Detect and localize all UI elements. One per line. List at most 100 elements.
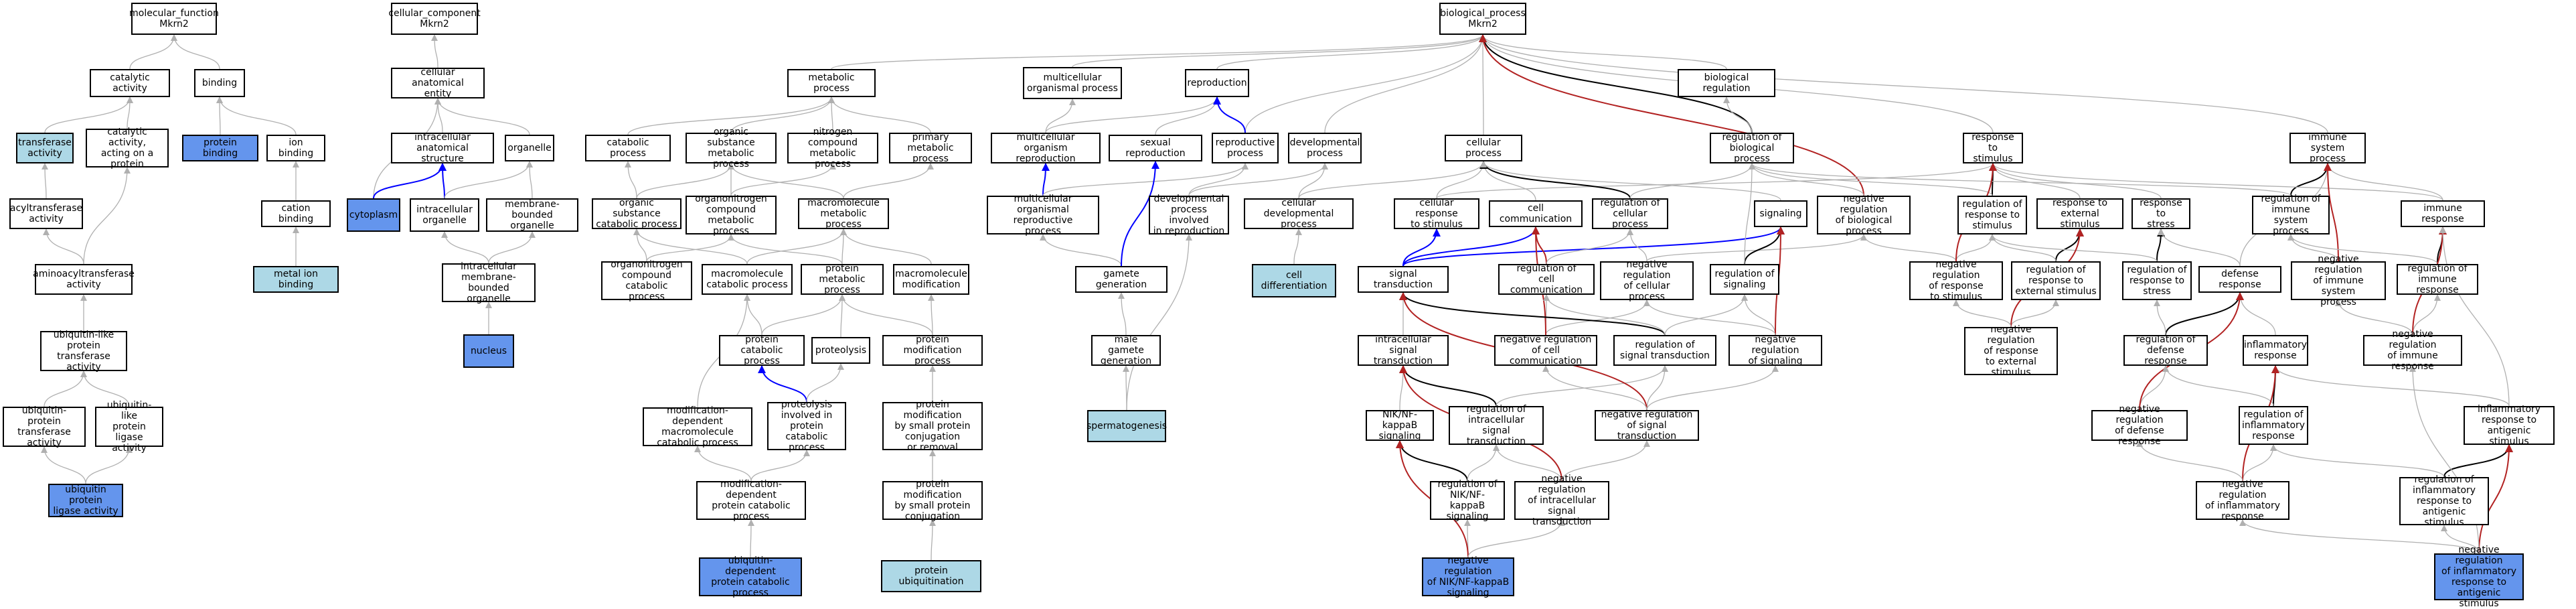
- node-signal-transduction[interactable]: signal transduction: [1358, 266, 1449, 293]
- node-cc-root[interactable]: cellular_component Mkrn2: [388, 3, 481, 35]
- node-negative-regulation-of-response-to-external-stimulus[interactable]: negative regulation of response to exter…: [1964, 324, 2058, 378]
- node-catabolic-process[interactable]: catabolic process: [585, 135, 671, 161]
- node-md-protein-catabolic-process[interactable]: modification-dependent protein catabolic…: [696, 479, 806, 522]
- node-regulation-of-response-to-stress[interactable]: regulation of response to stress: [2122, 261, 2192, 300]
- node-negative-regulation-of-signaling[interactable]: negative regulation of signaling: [1728, 334, 1822, 366]
- node-negative-regulation-of-inflammatory-response-to-antigenic-stimulus[interactable]: negative regulation of inflammatory resp…: [2434, 545, 2524, 609]
- node-negative-regulation-of-immune-response[interactable]: negative regulation of immune response: [2363, 329, 2462, 372]
- node-regulation-of-cell-communication[interactable]: regulation of cell communication: [1498, 263, 1595, 295]
- node-protein-modification-small-protein-conjugation[interactable]: protein modification by small protein co…: [882, 479, 983, 522]
- node-protein-catabolic-process[interactable]: protein catabolic process: [719, 334, 805, 366]
- node-regulation-of-inflammatory-response[interactable]: regulation of inflammatory response: [2239, 406, 2308, 445]
- node-cellular-response-to-stimulus[interactable]: cellular response to stimulus: [1394, 198, 1479, 230]
- node-multicellular-organismal-reproductive-process[interactable]: multicellular organismal reproductive pr…: [987, 194, 1099, 236]
- node-regulation-of-defense-response[interactable]: regulation of defense response: [2123, 334, 2208, 366]
- node-response-to-stress[interactable]: response to stress: [2131, 198, 2190, 230]
- node-metal-ion-binding[interactable]: metal ion binding: [253, 266, 339, 293]
- node-regulation-of-signaling[interactable]: regulation of signaling: [1710, 264, 1779, 295]
- node-cation-binding[interactable]: cation binding: [261, 200, 331, 227]
- node-membrane-bounded-organelle[interactable]: membrane-bounded organelle: [486, 198, 578, 232]
- node-catalytic-activity-protein[interactable]: catalytic activity, acting on a protein: [86, 127, 169, 170]
- node-regulation-of-immune-system-process[interactable]: regulation of immune system process: [2252, 194, 2330, 236]
- node-regulation-of-signal-transduction[interactable]: regulation of signal transduction: [1613, 335, 1716, 366]
- node-aminoacyltransferase-activity[interactable]: aminoacyltransferase activity: [33, 264, 135, 295]
- node-regulation-of-response-to-external-stimulus[interactable]: regulation of response to external stimu…: [2011, 261, 2101, 300]
- node-ub-dependent-protein-catabolic-process[interactable]: ubiquitin-dependent protein catabolic pr…: [699, 555, 802, 598]
- node-signaling[interactable]: signaling: [1754, 200, 1807, 227]
- node-macromolecule-metabolic-process[interactable]: macromolecule metabolic process: [798, 198, 889, 230]
- node-macromolecule-catabolic-process[interactable]: macromolecule catabolic process: [702, 264, 793, 295]
- node-reproductive-process[interactable]: reproductive process: [1212, 133, 1279, 163]
- node-cellular-developmental-process[interactable]: cellular developmental process: [1244, 198, 1354, 230]
- node-defense-response[interactable]: defense response: [2198, 266, 2281, 293]
- node-bp-root[interactable]: biological_process Mkrn2: [1439, 3, 1526, 35]
- node-negative-regulation-of-defense-response[interactable]: negative regulation of defense response: [2091, 404, 2188, 447]
- node-binding[interactable]: binding: [194, 69, 245, 97]
- node-protein-ubiquitination[interactable]: protein ubiquitination: [881, 560, 981, 592]
- node-intracellular-mb-organelle[interactable]: intracellular membrane-bounded organelle: [442, 261, 536, 304]
- node-intracellular-signal-transduction[interactable]: intracellular signal transduction: [1358, 334, 1449, 366]
- node-md-macromolecule-catabolic-process[interactable]: modification-dependent macromolecule cat…: [643, 405, 752, 448]
- node-regulation-of-response-to-stimulus[interactable]: regulation of response to stimulus: [1957, 196, 2027, 234]
- node-organonitrogen-compound-catabolic-process[interactable]: organonitrogen compound catabolic proces…: [601, 259, 692, 302]
- node-ub-transferase-activity[interactable]: ubiquitin-protein transferase activity: [3, 405, 86, 448]
- node-macromolecule-modification[interactable]: macromolecule modification: [893, 264, 969, 295]
- node-intracellular-anatomical-structure[interactable]: intracellular anatomical structure: [391, 132, 494, 164]
- node-developmental-process-in-reproduction[interactable]: developmental process involved in reprod…: [1149, 194, 1229, 236]
- node-primary-metabolic-process[interactable]: primary metabolic process: [889, 132, 972, 164]
- node-acyltransferase-activity[interactable]: acyltransferase activity: [9, 198, 83, 229]
- node-protein-binding[interactable]: protein binding: [182, 135, 258, 161]
- node-negative-regulation-of-immune-system-process[interactable]: negative regulation of immune system pro…: [2291, 254, 2386, 308]
- node-regulation-of-inflammatory-response-to-antigenic-stimulus[interactable]: regulation of inflammatory response to a…: [2399, 474, 2489, 528]
- node-regulation-of-cellular-process[interactable]: regulation of cellular process: [1592, 198, 1668, 230]
- node-negative-regulation-of-nfkb-signaling[interactable]: negative regulation of NIK/NF-kappaB sig…: [1422, 555, 1514, 598]
- node-negative-regulation-of-signal-transduction[interactable]: negative regulation of signal transducti…: [1595, 409, 1699, 442]
- node-ubl-transferase-activity[interactable]: ubiquitin-like protein transferase activ…: [40, 330, 127, 373]
- node-proteolysis[interactable]: proteolysis: [811, 337, 870, 364]
- node-immune-response[interactable]: immune response: [2401, 200, 2485, 227]
- node-male-gamete-generation[interactable]: male gamete generation: [1091, 334, 1161, 366]
- node-sexual-reproduction[interactable]: sexual reproduction: [1109, 135, 1202, 161]
- node-spermatogenesis[interactable]: spermatogenesis: [1086, 410, 1167, 442]
- node-cell-differentiation[interactable]: cell differentiation: [1252, 264, 1336, 297]
- node-regulation-of-nfkb-signaling[interactable]: regulation of NIK/NF-kappaB signaling: [1430, 479, 1505, 522]
- node-response-to-stimulus[interactable]: response to stimulus: [1963, 132, 2023, 164]
- node-protein-modification-process[interactable]: protein modification process: [882, 334, 983, 366]
- node-multicellular-organismal-process[interactable]: multicellular organismal process: [1023, 67, 1122, 99]
- node-cell-communication[interactable]: cell communication: [1489, 200, 1583, 227]
- node-inflammatory-response[interactable]: inflammatory response: [2243, 335, 2308, 366]
- node-inflammatory-response-to-antigenic-stimulus[interactable]: inflammatory response to antigenic stimu…: [2464, 404, 2555, 447]
- node-regulation-of-biological-process[interactable]: regulation of biological process: [1710, 132, 1794, 164]
- node-intracellular-organelle[interactable]: intracellular organelle: [410, 198, 479, 232]
- node-immune-system-process[interactable]: immune system process: [2289, 132, 2366, 164]
- node-negative-regulation-of-biological-process[interactable]: negative regulation of biological proces…: [1817, 194, 1911, 236]
- node-metabolic-process[interactable]: metabolic process: [787, 69, 876, 97]
- node-biological-regulation[interactable]: biological regulation: [1678, 69, 1775, 97]
- node-cytoplasm[interactable]: cytoplasm: [347, 198, 400, 232]
- node-organonitrogen-compound-metabolic-process[interactable]: organonitrogen compound metabolic proces…: [686, 194, 777, 236]
- node-proteolysis-in-protein-catabolic-process[interactable]: proteolysis involved in protein cataboli…: [767, 399, 846, 453]
- node-protein-metabolic-process[interactable]: protein metabolic process: [801, 263, 884, 295]
- node-protein-modification-small-protein[interactable]: protein modification by small protein co…: [882, 399, 983, 453]
- node-transferase-activity[interactable]: transferase activity: [16, 133, 74, 163]
- node-ion-binding[interactable]: ion binding: [266, 135, 325, 161]
- node-cellular-anatomical-entity[interactable]: cellular anatomical entity: [391, 67, 485, 99]
- node-negative-regulation-of-inflammatory-response[interactable]: negative regulation of inflammatory resp…: [2196, 479, 2289, 522]
- node-nucleus[interactable]: nucleus: [463, 334, 514, 368]
- node-catalytic-activity[interactable]: catalytic activity: [90, 69, 170, 97]
- node-reproduction[interactable]: reproduction: [1185, 69, 1249, 97]
- node-nfkb-signaling[interactable]: NIK/NF-kappaB signaling: [1366, 409, 1434, 442]
- node-negative-regulation-of-intracellular-signal-transduction[interactable]: negative regulation of intracellular sig…: [1514, 474, 1609, 527]
- node-response-to-external-stimulus[interactable]: response to external stimulus: [2036, 198, 2123, 230]
- node-negative-regulation-of-cellular-process[interactable]: negative regulation of cellular process: [1600, 259, 1694, 302]
- node-negative-regulation-of-cell-communication[interactable]: negative regulation of cell communicatio…: [1494, 334, 1597, 366]
- node-organic-substance-catabolic-process[interactable]: organic substance catabolic process: [592, 198, 681, 230]
- node-negative-regulation-of-response-to-stimulus[interactable]: negative regulation of response to stimu…: [1909, 259, 2003, 302]
- node-multicellular-organism-reproduction[interactable]: multicellular organism reproduction: [991, 132, 1101, 164]
- node-gamete-generation[interactable]: gamete generation: [1075, 266, 1168, 293]
- node-regulation-of-immune-response[interactable]: regulation of immune response: [2397, 263, 2478, 295]
- node-organic-substance-metabolic-process[interactable]: organic substance metabolic process: [686, 127, 777, 170]
- node-cellular-process[interactable]: cellular process: [1445, 135, 1522, 161]
- node-organelle[interactable]: organelle: [505, 135, 554, 161]
- node-developmental-process[interactable]: developmental process: [1288, 133, 1362, 163]
